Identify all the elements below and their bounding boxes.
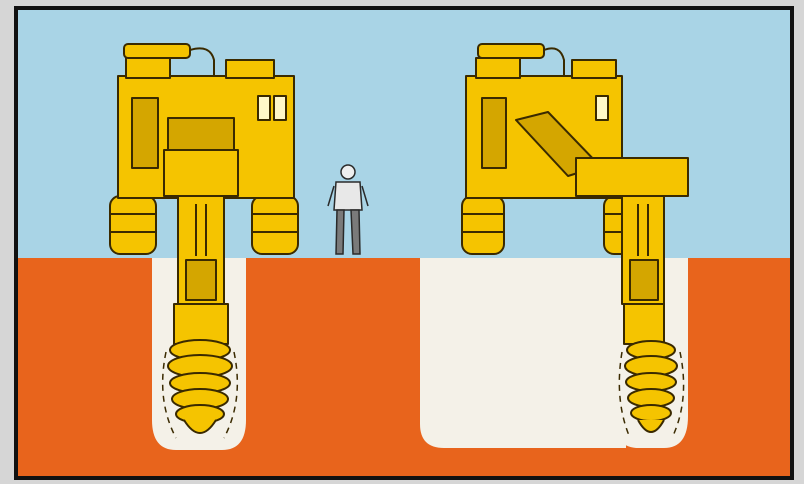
left-track-b xyxy=(252,196,298,254)
right-large-excavation xyxy=(420,258,626,448)
left-track-a xyxy=(110,196,156,254)
right-boom-arm xyxy=(576,158,688,196)
